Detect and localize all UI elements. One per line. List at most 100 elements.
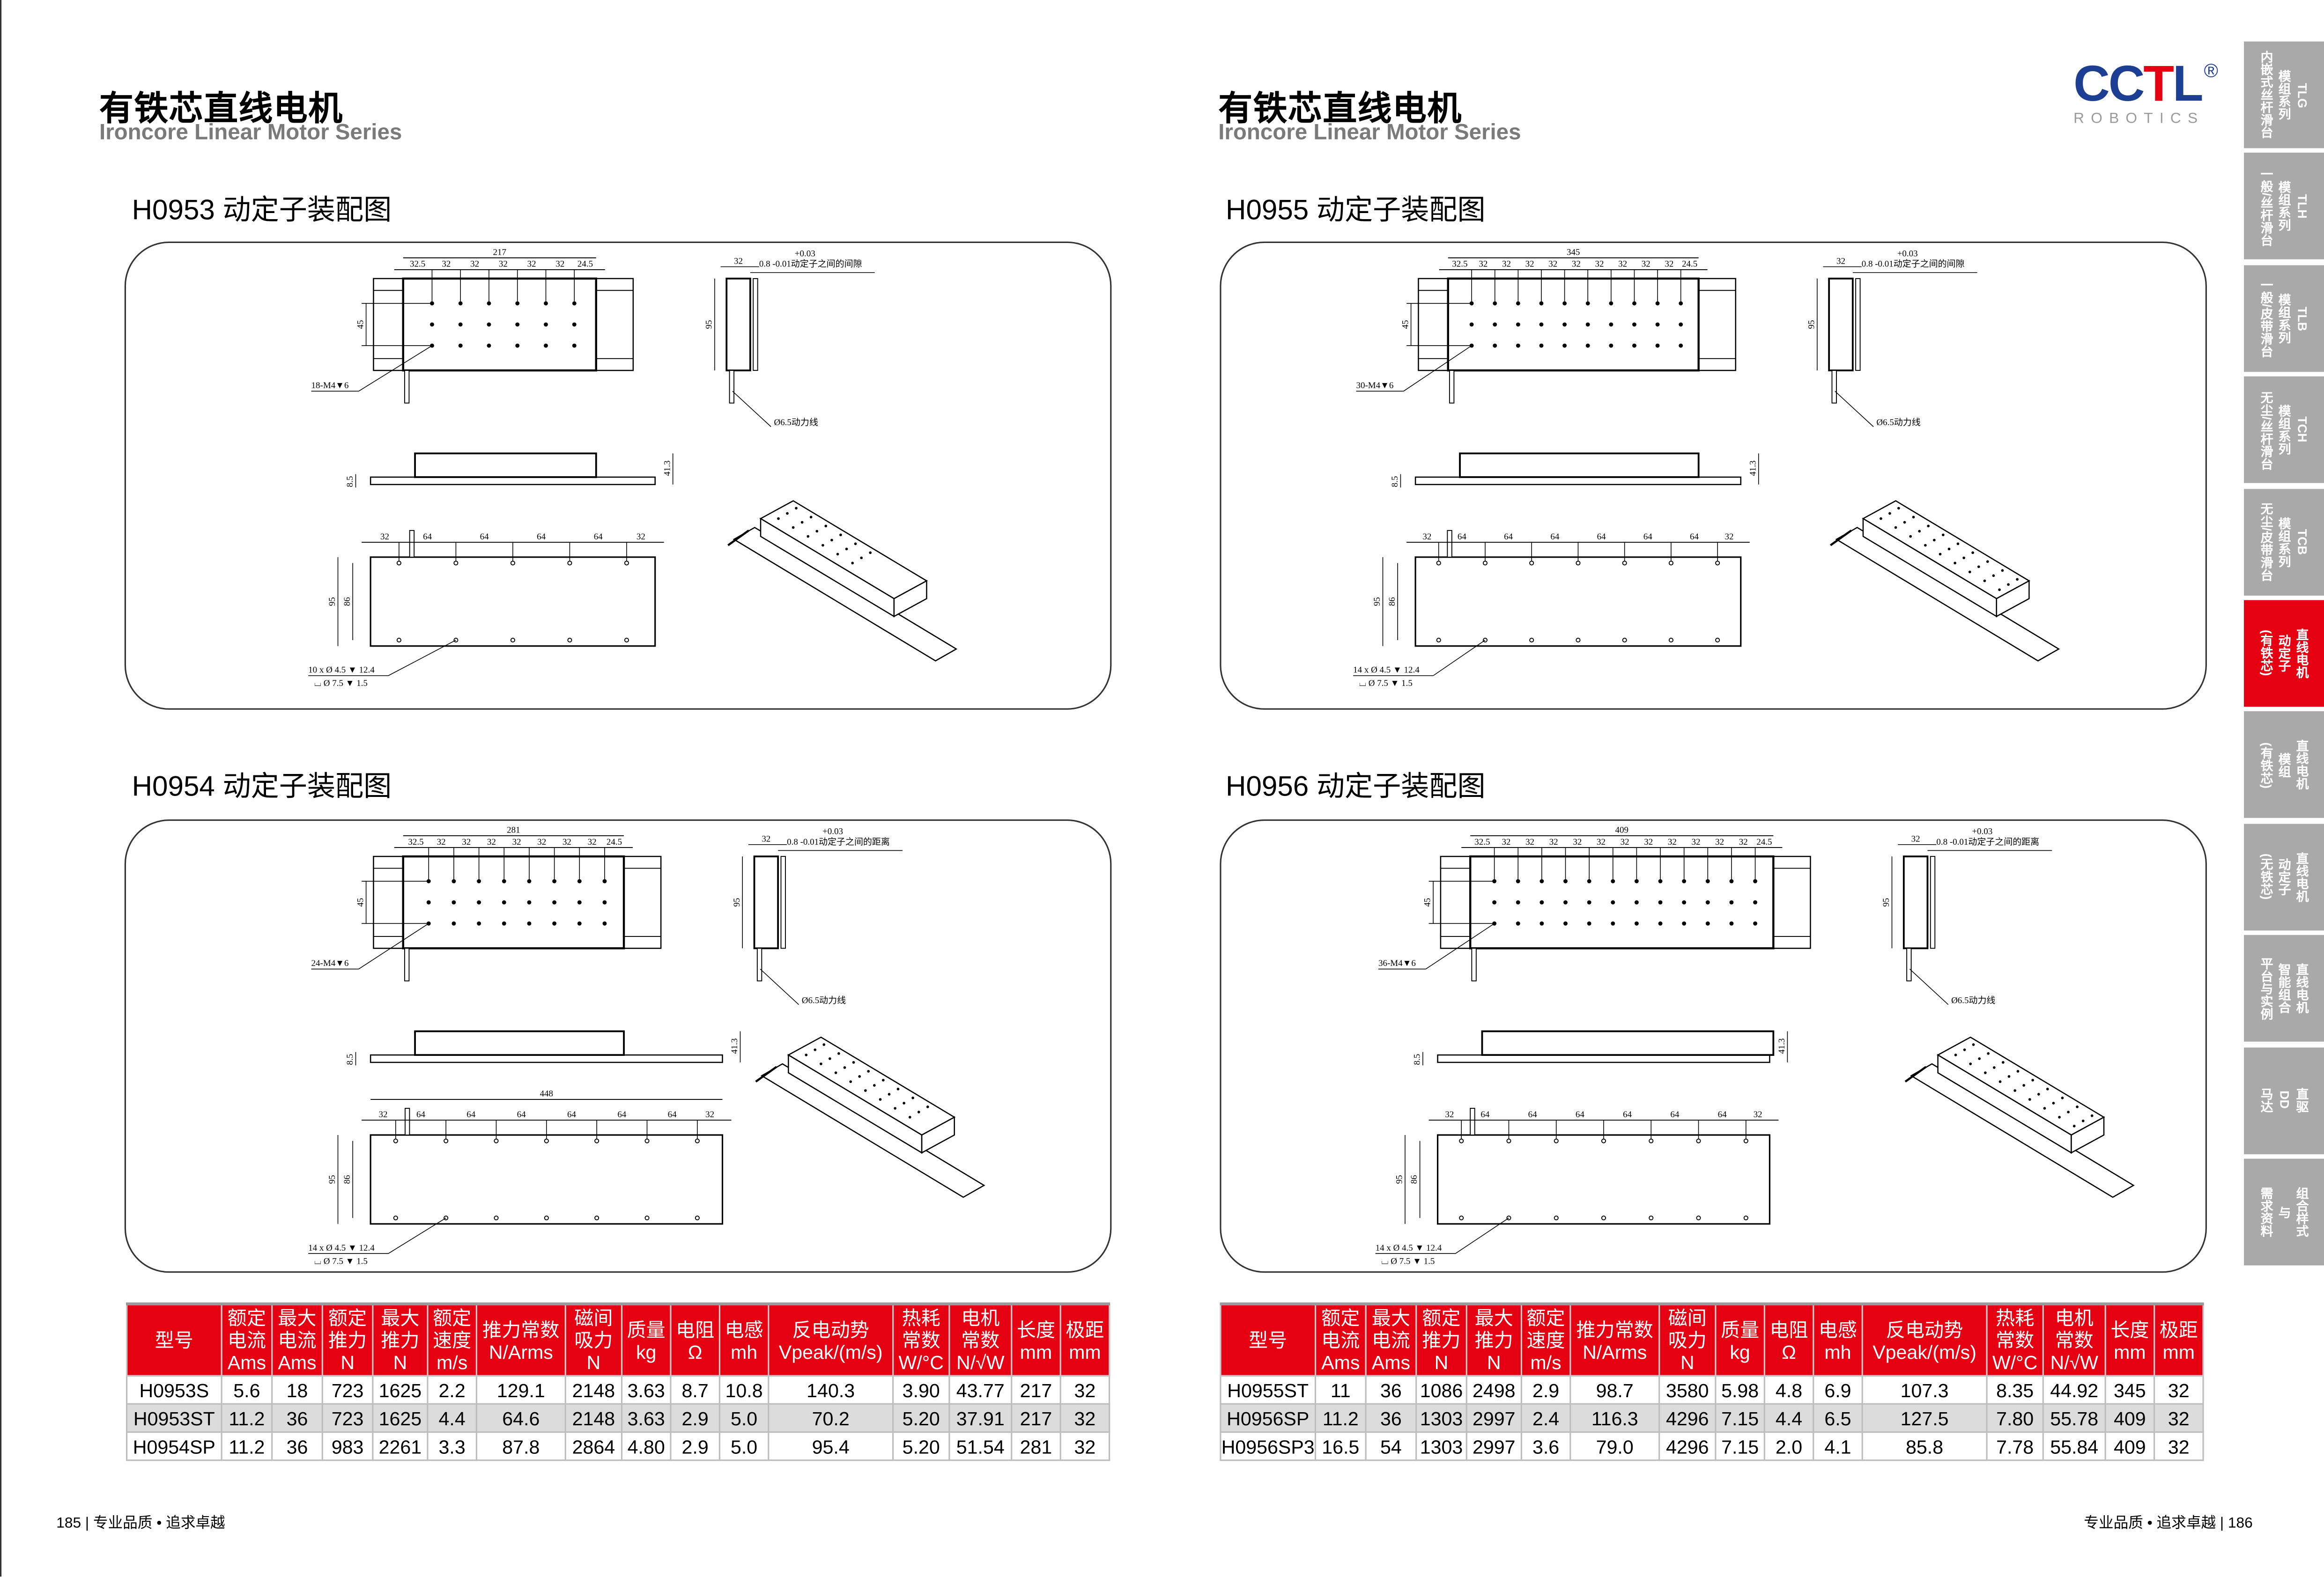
column-header: 最大 电流 Ams bbox=[1365, 1303, 1417, 1377]
mounting-hole bbox=[1563, 900, 1568, 905]
iso-hole bbox=[2081, 1120, 2085, 1122]
iso-hole bbox=[836, 553, 839, 556]
section-tab[interactable]: TLG 模组系列 内嵌式丝杆滑台 bbox=[2244, 41, 2324, 148]
iso-hole bbox=[1983, 579, 1986, 582]
stator-pitch-label: 64 bbox=[1718, 1110, 1727, 1120]
side-view-stator bbox=[1855, 278, 1861, 371]
leader-line bbox=[1909, 969, 1949, 1005]
table-cell: 8.35 bbox=[1986, 1375, 2044, 1405]
iso-hole bbox=[1992, 1066, 1996, 1069]
section-tab[interactable]: TCB 模组系列 无尘/皮带滑台 bbox=[2244, 488, 2324, 595]
table-cell: 55.78 bbox=[2042, 1403, 2106, 1433]
iso-mover-end bbox=[921, 1116, 955, 1154]
table-cell: 4.80 bbox=[621, 1431, 672, 1461]
section-tab[interactable]: 直线电机 模组 (有铁芯) bbox=[2244, 712, 2324, 819]
mounting-hole bbox=[1585, 322, 1590, 327]
table-cell: 5.20 bbox=[892, 1431, 950, 1461]
pitch-label: 32.5 bbox=[1474, 837, 1490, 847]
mounting-hole bbox=[1634, 879, 1639, 884]
mounting-hole bbox=[502, 900, 506, 905]
section-tab[interactable]: 组合样式 与 需求资料 bbox=[2244, 1158, 2324, 1266]
table-cell: 32 bbox=[2154, 1403, 2204, 1433]
iso-hole bbox=[917, 1111, 920, 1113]
iso-hole bbox=[792, 526, 795, 529]
table-cell: 2.9 bbox=[1520, 1375, 1571, 1405]
table-cell: 32 bbox=[1059, 1403, 1110, 1433]
column-header: 最大 推力 N bbox=[1465, 1303, 1522, 1377]
front-view-mover bbox=[1459, 452, 1700, 478]
mounting-hole bbox=[458, 322, 463, 327]
column-header: 型号 bbox=[1220, 1303, 1317, 1377]
table-cell: 281 bbox=[1011, 1431, 1061, 1461]
mounting-hole bbox=[451, 900, 456, 905]
pitch-label: 32 bbox=[1573, 837, 1582, 847]
pitch-label: 32 bbox=[1479, 259, 1488, 269]
pitch-label: 32 bbox=[1642, 259, 1650, 269]
table-cell: H0953ST bbox=[126, 1403, 222, 1433]
side-width-label: 32 bbox=[734, 256, 743, 266]
mounting-hole bbox=[426, 900, 431, 905]
column-header: 最大 电流 Ams bbox=[271, 1303, 323, 1377]
table-cell: 2997 bbox=[1465, 1403, 1522, 1433]
stator-bottom-view bbox=[370, 1134, 724, 1225]
stator-hole bbox=[1576, 638, 1581, 643]
section-tab[interactable]: 直线电机 动定子 (无铁芯) bbox=[2244, 823, 2324, 930]
pitch-label: 32 bbox=[1502, 259, 1511, 269]
mounting-hole bbox=[1611, 921, 1615, 926]
pitch-label: 32 bbox=[1715, 837, 1724, 847]
section-tab[interactable]: TCH 模组系列 无尘/丝杆滑台 bbox=[2244, 376, 2324, 484]
section-tab[interactable]: 直线电机 智能组合 平台与实例 bbox=[2244, 935, 2324, 1042]
column-header: 极距 mm bbox=[2154, 1303, 2204, 1377]
column-header: 反电动势 Vpeak/(m/s) bbox=[768, 1303, 894, 1377]
table-cell: 3.63 bbox=[621, 1403, 672, 1433]
mover-hole-note: 18-M4▼6 bbox=[311, 381, 349, 391]
side-width-label: 32 bbox=[1836, 256, 1845, 266]
section-tab[interactable]: 直驱 DD 马达 bbox=[2244, 1047, 2324, 1154]
pitch-label: 32 bbox=[1549, 837, 1558, 847]
stator-pitch-label: 32 bbox=[1422, 532, 1431, 542]
table-cell: 32 bbox=[1059, 1375, 1110, 1405]
table-cell: 345 bbox=[2104, 1375, 2155, 1405]
power-cable bbox=[1471, 948, 1477, 981]
mounting-hole bbox=[430, 301, 434, 306]
iso-hole bbox=[1947, 547, 1951, 551]
pitch-label: 32 bbox=[562, 837, 571, 847]
stator-hole bbox=[1601, 1216, 1606, 1221]
iso-hole bbox=[777, 517, 780, 520]
mounting-hole bbox=[502, 879, 506, 884]
mover-length-label: 281 bbox=[507, 825, 520, 835]
table-cell: H0956SP bbox=[1220, 1403, 1317, 1433]
table-cell: 2148 bbox=[564, 1375, 623, 1405]
stator-hole bbox=[1459, 1216, 1464, 1221]
mounting-hole bbox=[552, 900, 557, 905]
row-spacing-label: 45 bbox=[355, 898, 365, 907]
stator-pitch-label: 32 bbox=[380, 532, 389, 542]
table-cell: 7.78 bbox=[1986, 1431, 2044, 1461]
mounting-hole bbox=[544, 343, 548, 348]
table-cell: 1303 bbox=[1415, 1431, 1467, 1461]
iso-hole bbox=[2067, 1111, 2070, 1113]
mounting-hole bbox=[527, 879, 532, 884]
table-cell: 36 bbox=[271, 1431, 323, 1461]
mounting-hole bbox=[1493, 301, 1497, 306]
leader-line bbox=[358, 345, 432, 392]
table-cell: 3.63 bbox=[621, 1375, 672, 1405]
pitch-label: 32.5 bbox=[1452, 259, 1467, 269]
iso-hole bbox=[1939, 553, 1942, 556]
section-tab[interactable]: 直线电机 动定子 (有铁芯) bbox=[2244, 600, 2324, 707]
side-height-label: 95 bbox=[704, 320, 714, 329]
table-cell: 98.7 bbox=[1569, 1375, 1660, 1405]
front-view-stator bbox=[370, 476, 656, 486]
table-cell: 4.8 bbox=[1763, 1375, 1814, 1405]
stator-hole-span-label: 86 bbox=[1387, 597, 1397, 606]
front-view-stator bbox=[1414, 476, 1742, 486]
column-header: 额定 速度 m/s bbox=[427, 1303, 477, 1377]
mounting-hole bbox=[1611, 900, 1615, 905]
iso-hole bbox=[1897, 507, 1900, 510]
pitch-label: 32.5 bbox=[410, 259, 425, 269]
section-tab[interactable]: TLH 模组系列 一般/丝杆滑台 bbox=[2244, 153, 2324, 260]
iso-hole bbox=[1912, 516, 1915, 519]
iso-hole bbox=[800, 521, 804, 524]
section-tab[interactable]: TLB 模组系列 一般/皮带滑台 bbox=[2244, 265, 2324, 372]
